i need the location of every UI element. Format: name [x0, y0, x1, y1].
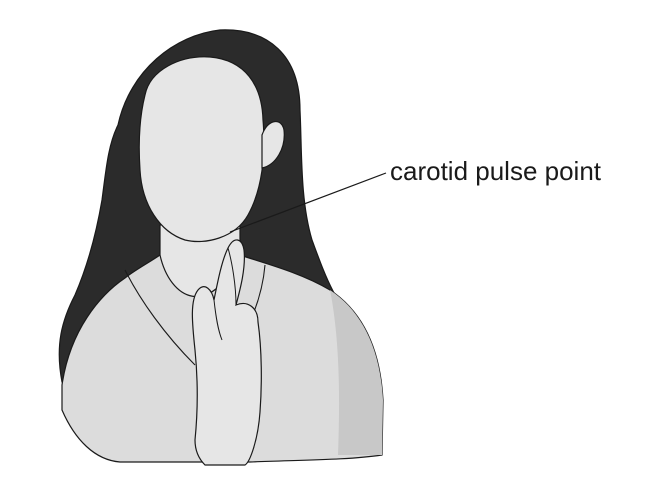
carotid-pulse-point-label: carotid pulse point [390, 158, 601, 184]
face [139, 57, 264, 242]
